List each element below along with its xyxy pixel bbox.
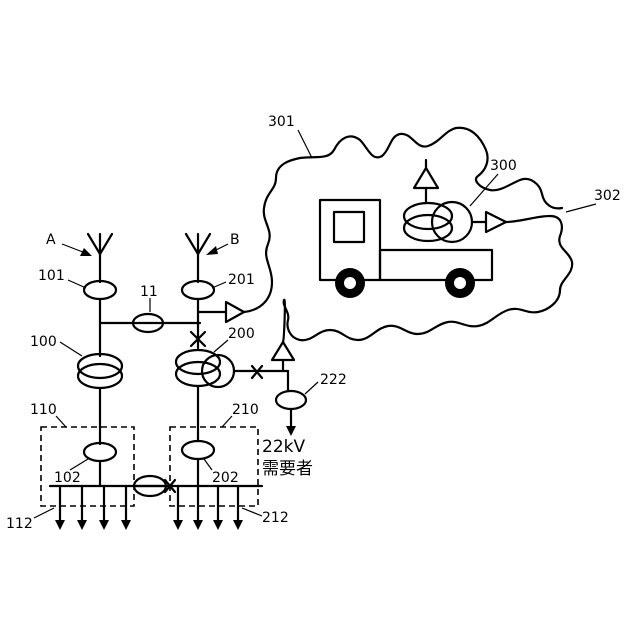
breaker-102 <box>84 443 116 461</box>
transformer-200 <box>176 350 234 387</box>
label-302: 302 <box>594 188 621 204</box>
label-101: 101 <box>38 268 65 284</box>
transformer-100 <box>78 354 122 388</box>
transformer-300 <box>404 202 472 242</box>
connector-triangle-top <box>414 168 438 188</box>
connector-triangle-bottom <box>272 342 294 360</box>
cable-301 <box>244 128 562 312</box>
feeders-212 <box>173 486 243 530</box>
label-201: 201 <box>228 272 255 288</box>
connector-triangle-left <box>226 302 244 322</box>
label-200: 200 <box>228 326 255 342</box>
feeders-112 <box>55 486 131 530</box>
truck-icon <box>320 200 492 298</box>
box-110 <box>41 427 134 506</box>
label-110: 110 <box>30 402 57 418</box>
breaker-101 <box>84 281 116 299</box>
label-voltage: 22kV <box>262 437 305 457</box>
box-210 <box>170 427 258 506</box>
label-210: 210 <box>232 402 259 418</box>
label-102: 102 <box>54 470 81 486</box>
label-222: 222 <box>320 372 347 388</box>
breaker-202 <box>182 441 214 459</box>
label-100: 100 <box>30 334 57 350</box>
connector-triangle-right <box>486 212 506 232</box>
arrow-a <box>62 244 92 256</box>
label-212: 212 <box>262 510 289 526</box>
label-11: 11 <box>140 284 158 300</box>
label-112: 112 <box>6 516 33 532</box>
antenna-a <box>88 234 112 282</box>
antenna-b <box>186 234 210 282</box>
label-b: B <box>230 232 240 248</box>
label-a: A <box>46 232 56 248</box>
arrow-b <box>206 244 228 255</box>
label-301: 301 <box>268 114 295 130</box>
label-300: 300 <box>490 158 517 174</box>
breaker-201 <box>182 281 214 299</box>
breaker-222 <box>276 391 306 409</box>
label-202: 202 <box>212 470 239 486</box>
label-consumer: 需要者 <box>262 459 313 479</box>
